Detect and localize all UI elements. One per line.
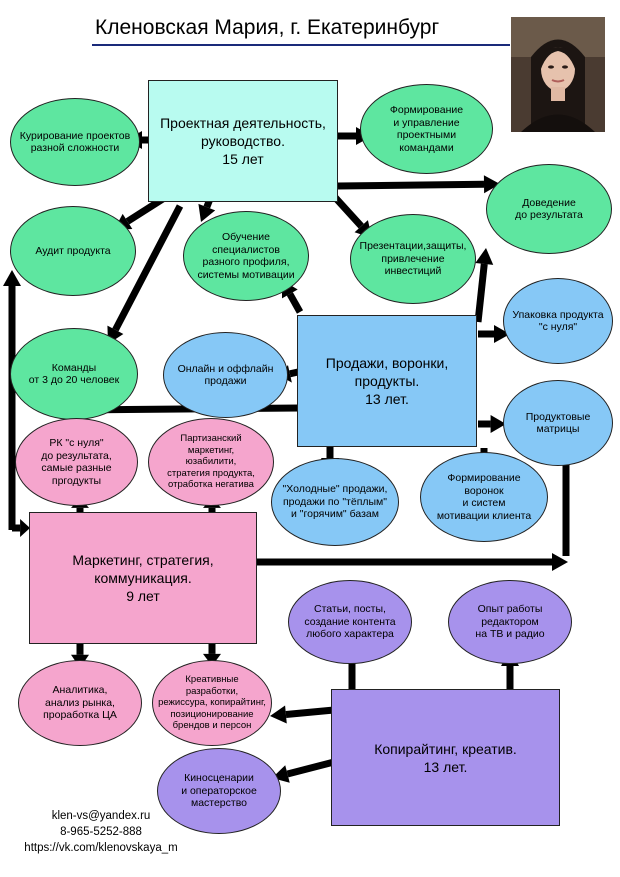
sales-box: Продажи, воронки, продукты. 13 лет.: [297, 315, 477, 447]
marketing-box-label: Маркетинг, стратегия, коммуникация. 9 ле…: [72, 552, 214, 604]
arrow-shaft-4: [337, 180, 485, 190]
oval-creative-label: Креативные разработки, режиссура, копира…: [158, 674, 266, 732]
title-underline: [92, 44, 510, 46]
arrow-head-17: [20, 519, 30, 537]
oval-training: Обучение специалистов разного профиля, с…: [183, 211, 309, 301]
oval-online-offline: Онлайн и оффлайн продажи: [163, 332, 288, 418]
oval-matrices: Продуктовые матрицы: [503, 380, 613, 466]
profile-photo: [511, 17, 605, 132]
arrow-shaft-8: [286, 292, 304, 314]
oval-results: Доведение до результата: [486, 164, 612, 254]
arrow-shaft-27: [286, 758, 335, 778]
oval-guerrilla-label: Партизанский маркетинг, юзабилити, страт…: [167, 433, 255, 491]
sales-box-label: Продажи, воронки, продукты. 13 лет.: [325, 355, 449, 407]
page-title: Кленовская Мария, г. Екатеринбург: [95, 16, 440, 39]
arrow-head-13: [490, 415, 506, 433]
oval-curation: Курирование проектов разной сложности: [10, 98, 140, 186]
oval-teams-label: Команды от 3 до 20 человек: [28, 361, 120, 387]
oval-ad-campaigns: РК "с нуля" до результата, самые разные …: [15, 418, 138, 506]
oval-editor: Опыт работы редактором на ТВ и радио: [448, 580, 572, 664]
marketing-box: Маркетинг, стратегия, коммуникация. 9 ле…: [29, 512, 257, 644]
oval-analytics: Аналитика, анализ рынка, проработка ЦА: [18, 660, 142, 746]
oval-editor-label: Опыт работы редактором на ТВ и радио: [475, 603, 545, 641]
oval-screenplays: Киносценарии и операторское мастерство: [157, 748, 281, 834]
oval-articles-label: Статьи, посты, создание контента любого …: [304, 603, 396, 641]
oval-matrices-label: Продуктовые матрицы: [525, 410, 591, 436]
arrow-shaft-11: [474, 263, 488, 323]
oval-presentations: Презентации,защиты, привлечение инвестиц…: [350, 214, 476, 304]
arrow-head-4: [483, 175, 500, 194]
oval-cold-sales: "Холодные" продажи, продажи по "тёплым" …: [271, 458, 399, 546]
oval-creative: Креативные разработки, режиссура, копира…: [152, 660, 272, 746]
oval-packaging-label: Упаковка продукта "с нуля": [512, 308, 604, 334]
contact-email[interactable]: klen-vs@yandex.ru: [51, 810, 151, 822]
arrow-shaft-9: [289, 368, 299, 378]
contact-vk[interactable]: https://vk.com/klenovskaya_m: [24, 842, 178, 854]
arrow-head-20: [552, 553, 568, 571]
contacts: klen-vs@yandex.ru 8-965-5252-888 https:/…: [6, 808, 196, 856]
oval-funnels: Формирование воронок и систем мотивации …: [420, 452, 548, 542]
oval-analytics-label: Аналитика, анализ рынка, проработка ЦА: [43, 684, 117, 722]
oval-audit-label: Аудит продукта: [35, 244, 111, 257]
oval-funnels-label: Формирование воронок и систем мотивации …: [436, 472, 532, 522]
oval-ad-campaigns-label: РК "с нуля" до результата, самые разные …: [41, 437, 112, 487]
oval-teams: Команды от 3 до 20 человек: [10, 328, 138, 420]
arrow-head-26: [270, 705, 287, 724]
arrow-shaft-26: [285, 706, 335, 718]
arrow-head-16: [3, 270, 21, 286]
project-box-label: Проектная деятельность, руководство. 15 …: [160, 115, 326, 167]
oval-results-label: Доведение до результата: [515, 196, 583, 222]
arrow-shaft-7: [112, 204, 184, 332]
contact-phone: 8-965-5252-888: [60, 826, 142, 838]
arrow-head-5: [198, 203, 216, 222]
oval-online-offline-label: Онлайн и оффлайн продажи: [177, 362, 274, 388]
oval-cold-sales-label: "Холодные" продажи, продажи по "тёплым" …: [282, 483, 388, 521]
oval-team-management-label: Формирование и управление проектными ком…: [389, 104, 464, 154]
oval-articles: Статьи, посты, создание контента любого …: [288, 580, 412, 664]
oval-screenplays-label: Киносценарии и операторское мастерство: [181, 772, 257, 810]
arrow-head-12: [494, 325, 510, 343]
oval-curation-label: Курирование проектов разной сложности: [19, 129, 131, 155]
project-box: Проектная деятельность, руководство. 15 …: [148, 80, 338, 202]
copywriting-box-label: Копирайтинг, креатив. 13 лет.: [374, 740, 517, 775]
oval-packaging: Упаковка продукта "с нуля": [503, 278, 613, 364]
oval-guerrilla: Партизанский маркетинг, юзабилити, страт…: [148, 418, 274, 506]
oval-presentations-label: Презентации,защиты, привлечение инвестиц…: [359, 240, 467, 278]
oval-team-management: Формирование и управление проектными ком…: [360, 84, 493, 174]
oval-training-label: Обучение специалистов разного профиля, с…: [197, 231, 295, 281]
oval-audit: Аудит продукта: [10, 206, 136, 296]
arrow-head-23: [203, 653, 221, 666]
copywriting-box: Копирайтинг, креатив. 13 лет.: [331, 689, 560, 826]
arrow-head-11: [475, 248, 494, 265]
